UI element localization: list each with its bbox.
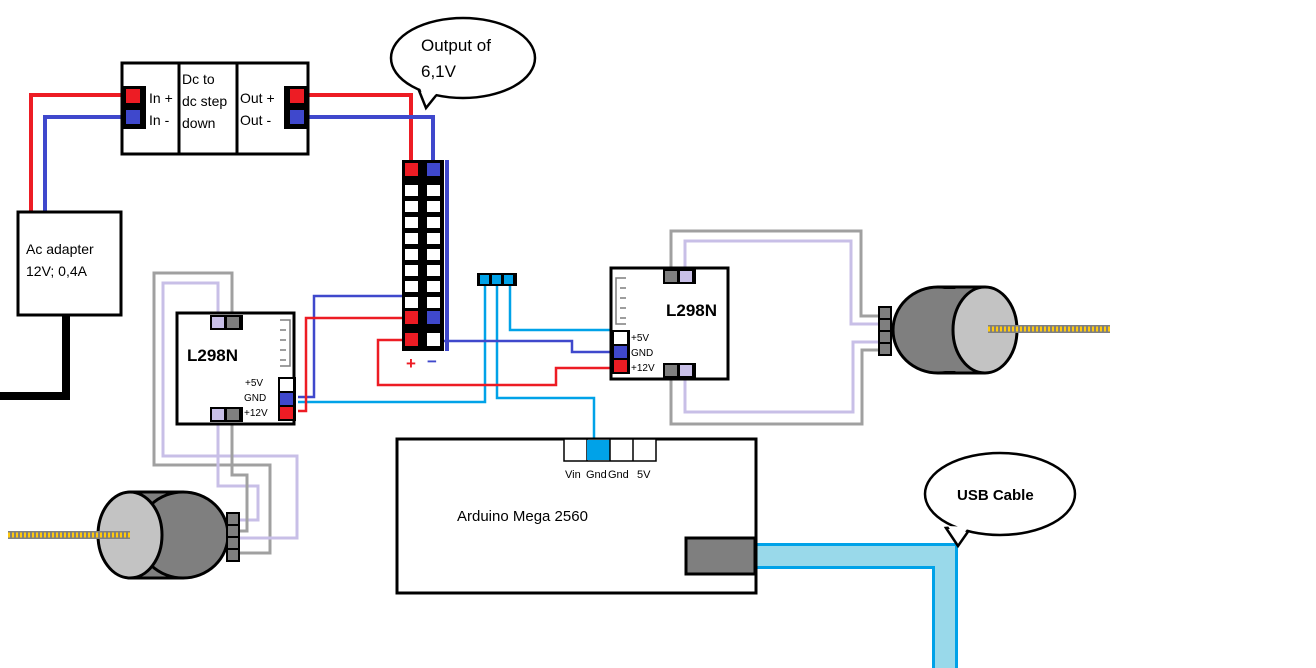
wires <box>29 93 435 212</box>
breadboard-hole <box>427 249 440 260</box>
l298n-left-pin-gnd: GND <box>244 393 266 404</box>
l298n-driver-right: L298N +5V GND +12V <box>609 266 730 381</box>
motor-right-wires <box>669 229 878 426</box>
converter-in-plus: In + <box>149 90 173 106</box>
breadboard-hole <box>427 201 440 212</box>
usb-cable <box>755 543 958 668</box>
breadboard-hole <box>405 265 418 276</box>
converter-title-2: dc step <box>182 93 227 109</box>
l298n-left-title: L298N <box>187 346 238 365</box>
l298n-right-pin-12v: +12V <box>631 363 655 374</box>
usb-port <box>684 536 757 576</box>
motor-left-wires <box>152 271 299 555</box>
callout-output-voltage: Output of 6,1V <box>389 16 537 111</box>
l298n-driver-left: L298N +5V GND +12V <box>175 311 296 426</box>
arduino-pin-5v: 5V <box>637 469 651 481</box>
callout-usb-cable: USB Cable <box>923 451 1077 549</box>
breadboard-hole <box>427 185 440 196</box>
breadboard-plus-label: + <box>406 354 416 373</box>
arduino-pin-gnd-1: Gnd <box>586 469 607 481</box>
breadboard-minus-label: − <box>427 352 437 371</box>
ac-adapter-label: Ac adapter <box>26 241 94 257</box>
converter-out-minus: Out - <box>240 112 271 128</box>
wire-converter-out-positive <box>303 93 413 162</box>
l298n-left-pin-5v: +5V <box>245 378 263 389</box>
dc-motor-left <box>8 490 240 580</box>
ac-adapter-rating: 12V; 0,4A <box>26 263 88 279</box>
breadboard: + − <box>402 160 449 373</box>
breadboard-hole <box>405 201 418 212</box>
arduino-mega: Vin Gnd Gnd 5V Arduino Mega 2560 <box>395 437 758 595</box>
wire-adapter-negative <box>43 115 128 212</box>
l298n-right-title: L298N <box>666 301 717 320</box>
converter-title-1: Dc to <box>182 71 215 87</box>
breadboard-hole <box>405 217 418 228</box>
breadboard-hole <box>405 281 418 292</box>
arduino-title: Arduino Mega 2560 <box>457 508 588 525</box>
breadboard-hole <box>405 233 418 244</box>
jumper-header <box>477 273 517 286</box>
adapter-power-cord <box>0 315 70 400</box>
arduino-pin-vin: Vin <box>565 469 581 481</box>
dc-dc-converter: In + In - Dc to dc step down Out + Out - <box>120 61 310 156</box>
breadboard-hole <box>427 265 440 276</box>
driver-power-wires <box>298 294 614 413</box>
callout-output-line1: Output of <box>421 36 491 55</box>
l298n-right-pin-gnd: GND <box>631 348 653 359</box>
breadboard-hole <box>427 217 440 228</box>
l298n-left-pin-12v: +12V <box>244 408 268 419</box>
breadboard-hole <box>405 249 418 260</box>
dc-motor-right <box>878 285 1110 375</box>
breadboard-hole <box>405 185 418 196</box>
arduino-pin-gnd-2: Gnd <box>608 469 629 481</box>
breadboard-hole <box>427 281 440 292</box>
breadboard-hole <box>427 233 440 244</box>
breadboard-holes <box>405 185 440 308</box>
l298n-right-pin-5v: +5V <box>631 333 649 344</box>
breadboard-hole <box>405 297 418 308</box>
signal-wires <box>298 283 614 440</box>
breadboard-hole <box>427 297 440 308</box>
callout-usb-label: USB Cable <box>957 487 1034 504</box>
converter-out-plus: Out + <box>240 90 275 106</box>
wire-converter-out-negative <box>303 115 435 162</box>
ac-adapter: Ac adapter 12V; 0,4A <box>16 210 123 317</box>
converter-title-3: down <box>182 115 215 131</box>
callout-output-line2: 6,1V <box>421 62 457 81</box>
wire-adapter-positive <box>29 93 128 212</box>
converter-in-minus: In - <box>149 112 170 128</box>
